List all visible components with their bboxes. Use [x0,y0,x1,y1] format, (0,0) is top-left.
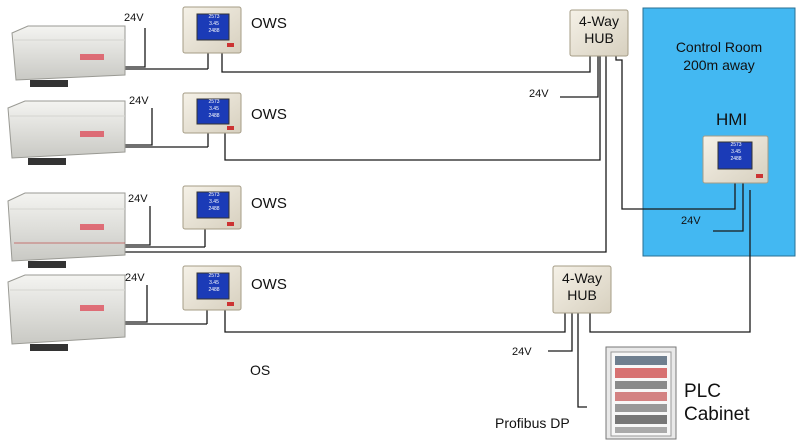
label-24v: 24V [128,193,148,205]
label-ows: OWS [251,15,287,32]
readout-line: 2488 [208,113,220,119]
hub-box-1 [569,9,629,57]
wiring [125,28,751,408]
hub-label-2: 4-Way HUB [562,270,602,303]
label-24v: 24V [124,12,144,24]
label-24v: 24V [681,215,701,227]
readout-line: 3.45 [209,280,219,286]
hub-label-1: 4-Way HUB [579,13,619,46]
ows-panel-4 [182,265,242,311]
plc-cabinet [605,346,677,440]
analyzer-unit-4 [7,274,126,351]
readout-line: 2573 [208,99,220,105]
readout-line: 2488 [730,156,742,162]
label-24v: 24V [129,95,149,107]
label-ows: OWS [251,195,287,212]
os-label: OS [250,362,271,378]
readout-line: 3.45 [731,149,741,155]
readout-line: 2573 [208,273,220,279]
label-24v: 24V [512,346,532,358]
hmi-panel [702,135,769,184]
readout-line: 2488 [208,28,220,34]
label-24v: 24V [529,88,549,100]
ows-panel-2 [182,92,242,134]
hmi-label: HMI [716,110,748,129]
analyzer-unit-1 [11,25,126,87]
hub-box-2 [552,265,612,314]
plc-cabinet-label: PLC Cabinet [684,381,750,425]
ows-panel-1 [182,6,242,54]
label-ows: OWS [251,276,287,293]
profibus-label: Profibus DP [495,415,570,431]
readout-line: 3.45 [209,199,219,205]
readout-line: 2488 [208,206,220,212]
control-room-label: Control Room 200m away [675,39,763,73]
readout-line: 3.45 [209,21,219,27]
analyzer-unit-2 [7,100,126,165]
ows-panel-3 [182,185,242,230]
label-24v: 24V [125,272,145,284]
readout-line: 2488 [208,287,220,293]
control-room-area [642,7,796,257]
analyzer-unit-3 [7,192,126,268]
readout-line: 2573 [730,142,742,148]
label-ows: OWS [251,106,287,123]
readout-line: 2573 [208,14,220,20]
readout-line: 2573 [208,192,220,198]
readout-line: 3.45 [209,106,219,112]
